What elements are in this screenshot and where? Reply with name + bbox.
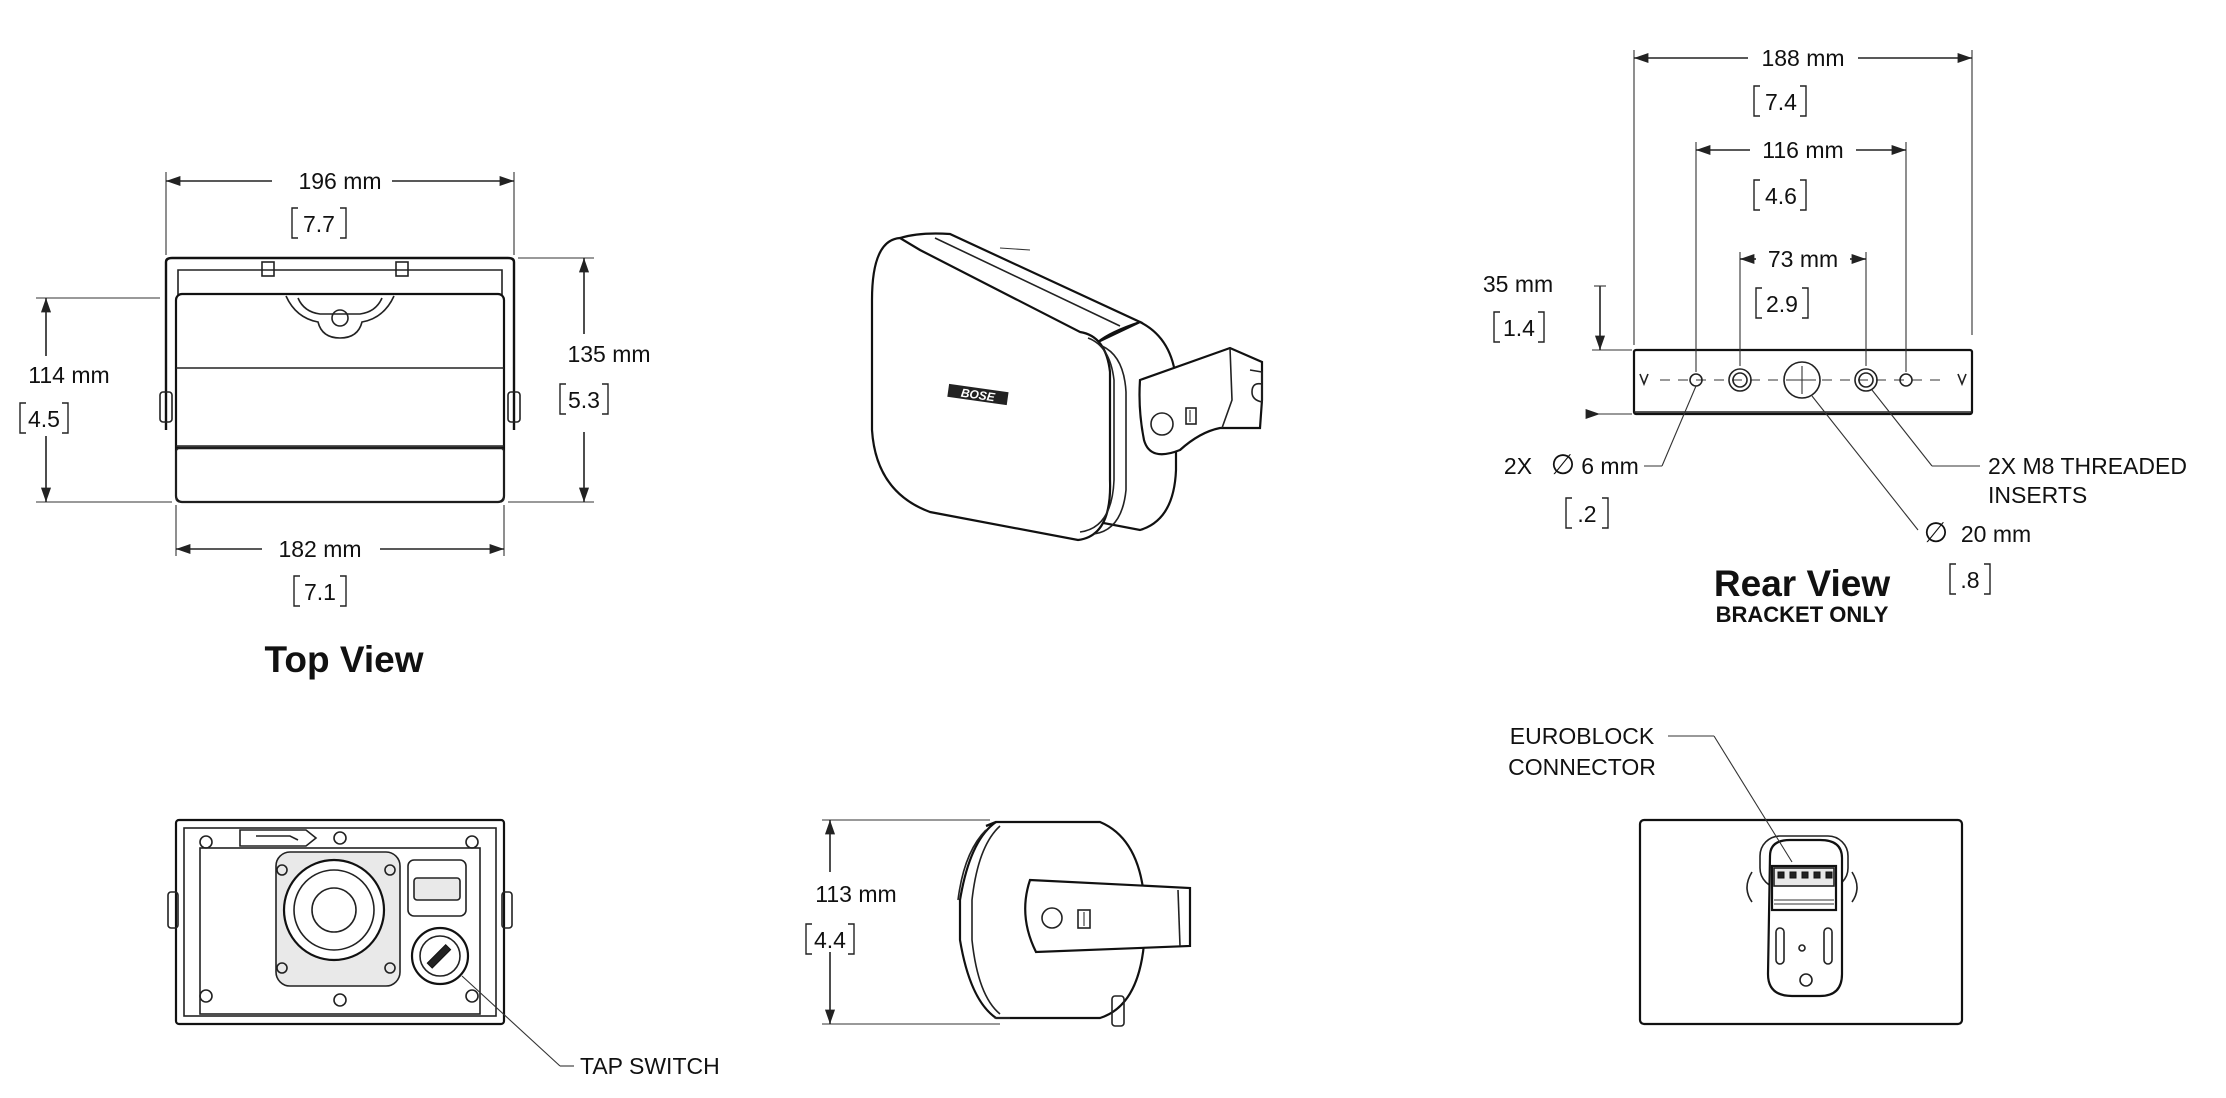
dim-188-inch-label: 7.4 <box>1765 89 1797 115</box>
insert-left-icon <box>1728 368 1752 392</box>
dim-188-mm-label: 188 mm <box>1761 45 1844 71</box>
tap-switch-label: TAP SWITCH <box>580 1053 720 1079</box>
dim-hole-6-mm: 2X ∅ 6 mm .2 <box>1504 385 1697 529</box>
bose-logo-label: BOSE <box>960 386 997 405</box>
diameter-symbol-icon: ∅ <box>1924 517 1948 548</box>
rear-view-title: Rear View <box>1714 563 1890 604</box>
dim-196-inch-label: 7.7 <box>303 211 335 237</box>
top-view-title: Top View <box>265 639 424 680</box>
dim-35-inch-label: 1.4 <box>1503 315 1535 341</box>
dim-182-mm-label: 182 mm <box>278 536 361 562</box>
hole-20mm-icon <box>1783 361 1821 399</box>
dim-113-mm: 113 mm 4.4 <box>805 819 1000 1025</box>
dim-135-inch-label: 5.3 <box>568 387 600 413</box>
callout-threaded-inserts: 2X M8 THREADED INSERTS <box>1871 389 2187 508</box>
isometric-speaker-drawing: BOSE <box>870 232 1264 542</box>
dim-35-mm-label: 35 mm <box>1483 271 1553 297</box>
dim-35-mm: 35 mm 1.4 <box>1483 271 1632 415</box>
rear-view-subtitle: BRACKET ONLY <box>1716 602 1889 627</box>
back-view-drawing <box>1638 818 1964 1026</box>
dim-114-mm-label: 114 mm <box>28 362 109 388</box>
dim-114-mm: 114 mm 4.5 <box>19 297 172 503</box>
front-view-drawing <box>167 818 513 1026</box>
dim-196-mm: 196 mm 7.7 <box>165 168 515 255</box>
dim-116-inch-label: 4.6 <box>1765 183 1797 209</box>
dim-182-inch-label: 7.1 <box>304 579 336 605</box>
dim-113-mm-label: 113 mm <box>815 881 896 907</box>
threaded-inserts-line2: INSERTS <box>1988 482 2087 508</box>
dim-113-inch-label: 4.4 <box>814 927 846 953</box>
threaded-inserts-line1: 2X M8 THREADED <box>1988 453 2187 479</box>
top-view-drawing <box>159 256 521 504</box>
dim-hole-6-mm-label: 6 mm <box>1581 453 1639 479</box>
dim-hole-20-mm: ∅ 20 mm .8 <box>1811 395 2031 595</box>
dim-hole-6-inch-label: .2 <box>1577 501 1596 527</box>
dim-182-mm: 182 mm 7.1 <box>175 505 505 607</box>
side-view-drawing <box>957 820 1192 1027</box>
dim-116-mm: 116 mm 4.6 <box>1695 137 1907 372</box>
diameter-symbol-icon: ∅ <box>1551 449 1575 480</box>
dim-114-inch-label: 4.5 <box>28 406 60 432</box>
dim-116-mm-label: 116 mm <box>1762 137 1843 163</box>
dim-hole-20-inch-label: .8 <box>1960 567 1979 593</box>
dim-135-mm: 135 mm 5.3 <box>508 257 651 503</box>
dim-hole-6-prefix: 2X <box>1504 453 1532 479</box>
callout-tap-switch: TAP SWITCH <box>461 975 720 1079</box>
dim-73-inch-label: 2.9 <box>1766 291 1798 317</box>
dim-73-mm: 73 mm 2.9 <box>1739 246 1867 366</box>
euroblock-line1: EUROBLOCK <box>1510 723 1655 749</box>
dim-135-mm-label: 135 mm <box>567 341 650 367</box>
rear-view-drawing <box>1632 348 1974 416</box>
dim-73-mm-label: 73 mm <box>1768 246 1838 272</box>
dim-hole-20-mm-label: 20 mm <box>1961 521 2031 547</box>
bose-logo-icon: BOSE <box>947 383 1009 406</box>
dim-196-mm-label: 196 mm <box>298 168 381 194</box>
dim-188-mm: 188 mm 7.4 <box>1633 45 1973 345</box>
insert-right-icon <box>1854 368 1878 392</box>
euroblock-line2: CONNECTOR <box>1508 754 1656 780</box>
callout-euroblock: EUROBLOCK CONNECTOR <box>1508 723 1793 863</box>
hole-6mm-right-icon <box>1899 373 1913 387</box>
